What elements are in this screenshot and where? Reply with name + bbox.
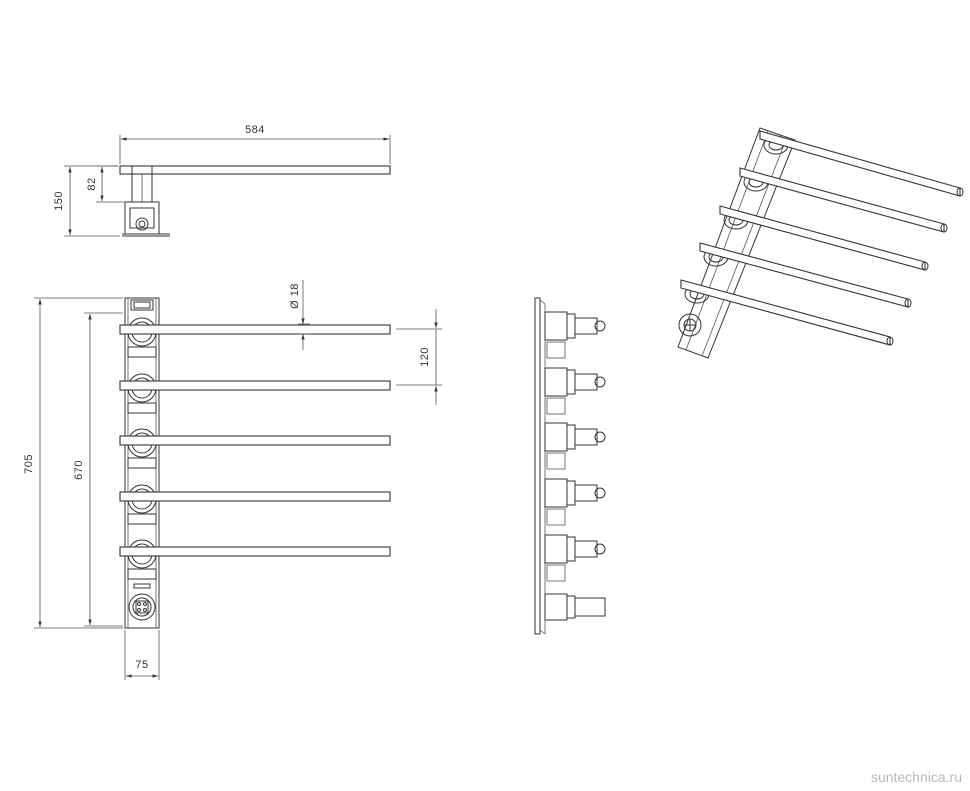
dim-label-width-total: 584	[245, 124, 265, 136]
side-arm-cap	[574, 317, 598, 335]
arm-spacer	[127, 568, 157, 580]
iso-bar-end	[956, 187, 964, 197]
iso-arm-2	[739, 167, 948, 233]
front-arm-2	[119, 373, 391, 414]
iso-arm-1	[759, 130, 964, 197]
towel-bar	[119, 491, 391, 502]
iso-arm-3	[719, 205, 929, 271]
iso-plate	[677, 127, 796, 359]
side-arm-knob	[594, 376, 606, 388]
side-arm-spacer	[546, 397, 566, 415]
side-arm-3	[544, 422, 606, 470]
iso-arm-5	[680, 279, 894, 346]
towel-bar	[119, 435, 391, 446]
arm-spacer	[127, 346, 157, 358]
inlet-connector	[128, 593, 156, 621]
dim-label-tube-diameter: Ø 18	[289, 283, 301, 309]
dim-label-height-inner: 670	[73, 460, 85, 480]
side-arm-knob	[594, 320, 606, 332]
iso-inlet	[678, 313, 702, 337]
isometric-view	[677, 127, 964, 359]
side-arm-knob	[594, 543, 606, 555]
side-arm-body	[544, 422, 568, 452]
towel-bar	[119, 380, 391, 391]
side-arm-cap	[574, 484, 598, 502]
top-view: 584 150 82	[53, 124, 391, 237]
side-arm-collar	[566, 424, 576, 450]
dim-label-spacing: 120	[419, 347, 431, 367]
side-arm-2	[544, 367, 606, 415]
dim-label-depth-total: 150	[53, 191, 65, 211]
side-arm-body	[544, 534, 568, 564]
side-arm-knob	[594, 431, 606, 443]
side-arm-spacer	[546, 341, 566, 359]
side-arm-collar	[566, 313, 576, 339]
arm-spacer	[127, 457, 157, 469]
iso-arm-4	[699, 242, 912, 308]
front-view: 705 670 75 Ø 18 120	[23, 280, 442, 680]
side-arm-cap	[574, 428, 598, 446]
side-arm-body	[544, 311, 568, 341]
iso-bar-end	[886, 336, 894, 346]
side-arm-spacer	[546, 564, 566, 582]
iso-bar-end	[904, 298, 912, 308]
arm-spacer	[127, 402, 157, 414]
front-arm-5	[119, 539, 391, 580]
arm-spacer	[127, 513, 157, 525]
side-arm-spacer	[546, 452, 566, 470]
side-arm-body	[544, 367, 568, 397]
side-inlet	[574, 597, 606, 617]
front-arm-1	[119, 317, 391, 358]
side-arm-spacer	[546, 508, 566, 526]
side-arm-collar	[566, 536, 576, 562]
side-arm-cap	[574, 540, 598, 558]
side-view	[534, 297, 606, 635]
iso-bar-end	[940, 223, 948, 233]
front-arm-3	[119, 428, 391, 469]
side-arm-cap	[574, 373, 598, 391]
side-view-plate	[534, 297, 541, 635]
towel-bar	[119, 546, 391, 557]
iso-bar-end	[921, 261, 929, 271]
side-arm-collar	[566, 480, 576, 506]
side-arm-knob	[594, 487, 606, 499]
dim-label-width-base: 75	[135, 659, 148, 671]
front-arm-4	[119, 484, 391, 525]
front-view-plate	[124, 297, 160, 629]
side-arm-body	[544, 478, 568, 508]
side-arm-collar	[566, 369, 576, 395]
side-arm-5	[544, 534, 606, 582]
watermark: suntechnica.ru	[870, 769, 962, 785]
towel-bar	[119, 324, 391, 335]
side-arm-4	[544, 478, 606, 526]
side-arm-1	[544, 311, 606, 359]
top-view-bar	[119, 165, 391, 175]
dim-label-depth-bracket: 82	[86, 177, 98, 190]
dim-label-height-total: 705	[23, 454, 35, 474]
